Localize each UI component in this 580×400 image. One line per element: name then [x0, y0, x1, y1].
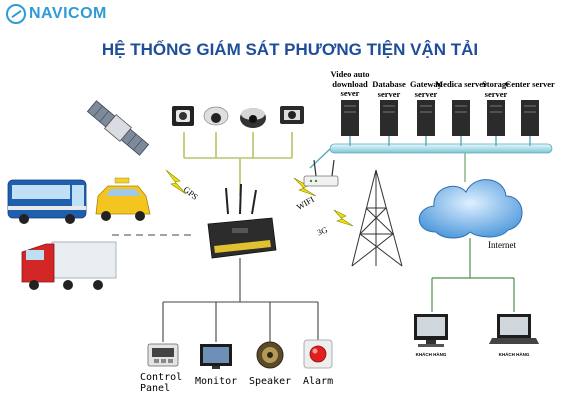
internet-cloud-icon [418, 179, 523, 239]
server-label-database: Database server [372, 79, 406, 99]
control-panel-icon [147, 343, 179, 367]
customer-label: KHÁCH HÀNG [415, 352, 447, 357]
camera-icon [172, 106, 194, 126]
brand-logo-icon [6, 4, 26, 24]
server-label-storage: Storage server [482, 79, 510, 99]
page-title: HỆ THỐNG GIÁM SÁT PHƯƠNG TIỆN VẬN TẢI [101, 40, 479, 59]
dome-camera-icon [240, 108, 266, 128]
server-rack-group [341, 100, 539, 136]
device-label-monitor: Monitor [195, 376, 238, 387]
speaker-icon [256, 341, 284, 369]
brand-name: NAVICOM [29, 5, 107, 22]
device-label-alarm: Alarm [303, 376, 334, 387]
server-label-medica: Medica server [435, 79, 487, 89]
customer-label: KHÁCH HÀNG [498, 352, 530, 357]
server-rack-icon [487, 100, 505, 136]
device-label-speaker: Speaker [249, 376, 292, 387]
device-wiring [162, 258, 319, 342]
server-rack-icon [341, 100, 359, 136]
server-rack-icon [452, 100, 470, 136]
link-lines [112, 150, 466, 236]
desktop-computer-icon [414, 314, 448, 347]
server-rack-icon [380, 100, 398, 136]
router-icon [303, 159, 339, 187]
server-label-center: Center server [505, 79, 555, 89]
satellite-icon [86, 100, 150, 156]
camera-icon [280, 106, 304, 124]
taxi-icon [95, 177, 151, 221]
monitor-icon [200, 344, 232, 369]
dome-camera-icon [203, 106, 229, 126]
camera-wiring [183, 132, 293, 196]
3g-signal-icon [333, 209, 354, 227]
device-label-control-panel: Control Panel [140, 372, 183, 394]
server-label-gateway: Gateway server [409, 79, 443, 99]
cell-tower-icon [351, 169, 403, 267]
server-rack-icon [521, 100, 539, 136]
laptop-icon [489, 314, 539, 344]
customer-wiring [431, 238, 515, 312]
server-label-video: Video auto download sever [330, 69, 370, 98]
gps-signal-icon [165, 169, 187, 195]
vehicle-dvr-icon [207, 183, 277, 259]
truck-icon [21, 241, 117, 290]
internet-label: Internet [488, 240, 516, 250]
server-bus [309, 136, 553, 169]
brand-logo: NAVICOM [6, 4, 107, 24]
bus-icon [7, 179, 87, 224]
server-rack-icon [417, 100, 435, 136]
alarm-icon [303, 339, 333, 369]
